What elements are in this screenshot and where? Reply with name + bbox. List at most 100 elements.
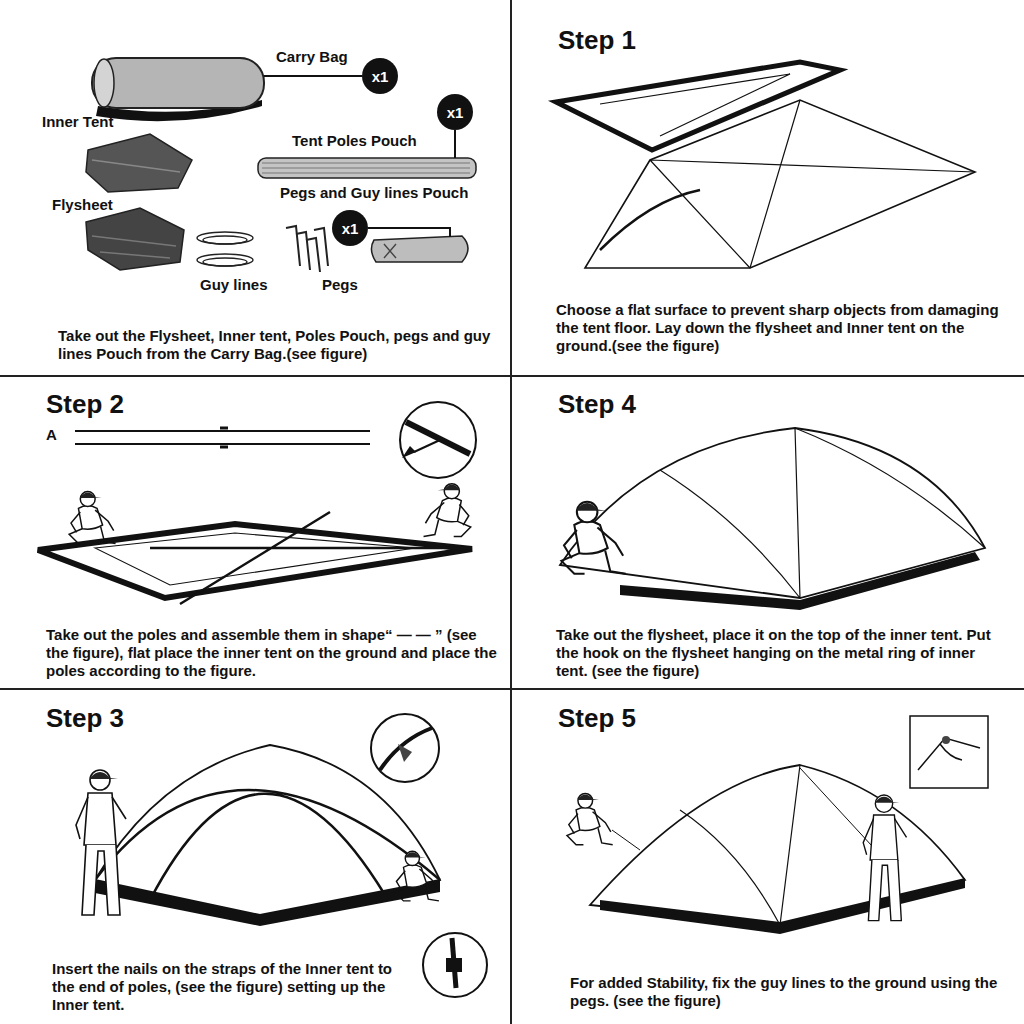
guy-lines [203,258,247,266]
pitched-tent [942,736,950,744]
inner-tent-pack [86,134,192,192]
quantity-text: x1 [372,68,389,85]
pegs-pouch [384,244,396,258]
quantity-badge: x1 [362,58,398,94]
pitched-tent [600,878,965,934]
inner-tent-pack [86,134,192,192]
pitched-tent [910,716,988,788]
inner-tent-pitched [380,728,432,770]
step-panel: Step 5 For added Stability, fix the guy l… [512,690,1024,1024]
person [561,502,625,574]
inner-tent-pitched [95,714,487,997]
person [395,851,439,901]
pitched-tent [590,716,988,934]
pegs-pouch [371,236,468,262]
part-label: Pegs and Guy lines Pouch [280,184,468,202]
step-heading: Step 5 [558,704,636,733]
step-heading: Step 1 [558,26,636,55]
pole-assembly [75,402,476,478]
ground-sheet [150,512,470,604]
laid-out-sheets [650,100,975,268]
instruction-text: Take out the Flysheet, Inner tent, Poles… [58,327,498,363]
pole-assembly [406,422,470,454]
instruction-text: Take out the flysheet, place it on the t… [556,626,1001,680]
pegs [286,226,300,266]
guy-lines [197,232,253,244]
poles-pouch [258,130,476,178]
pegs [314,228,328,266]
pitched-tent [918,738,980,770]
pole-assembly [414,440,440,452]
pole-assembly [402,446,416,458]
guy-lines [197,232,253,266]
pegs [296,232,310,270]
inner-tent-pitched [95,880,440,926]
step-heading: Step 4 [558,390,636,419]
laid-out-sheets [600,190,700,250]
tent-with-flysheet [660,428,985,598]
part-label: Tent Poles Pouch [292,132,417,150]
pole-assembly [75,431,370,444]
guy-lines [197,254,253,266]
guy-lines [203,236,247,244]
inner-tent-pack [92,160,180,172]
step-heading: Step 2 [46,390,124,419]
laid-out-sheets [556,62,975,268]
quantity-text: x1 [342,220,359,237]
pole-letter: A [46,426,57,444]
inner-tent-pitched [371,714,439,782]
carry-bag [94,59,114,107]
pitched-tent [612,768,872,850]
person [69,492,115,544]
part-label: Pegs [322,276,358,294]
laid-out-sheets [585,100,975,268]
quantity-text: x1 [447,104,464,121]
inner-tent-pitched [95,790,440,900]
part-label: Carry Bag [276,48,348,66]
poles-pouch [258,158,476,178]
tent-with-flysheet [560,428,985,610]
pegs-pouch [368,228,468,262]
quantity-badge: x1 [437,94,473,130]
carry-bag [92,58,362,121]
pitched-tent [680,765,800,925]
inner-tent-pitched [398,744,412,762]
step-panel: Step 4 Take out the flysheet, place it on… [512,377,1024,690]
step-panel: Step 1 Choose a flat surface to prevent s… [512,0,1024,377]
tent-with-flysheet [620,552,980,610]
pole-assembly [400,402,476,478]
inner-tent-pitched [423,933,487,997]
person [567,793,613,844]
part-label: Flysheet [52,196,113,214]
instruction-text: Insert the nails on the straps of the In… [52,960,412,1014]
pegs-pouch [368,228,450,237]
part-label: Guy lines [200,276,268,294]
flysheet-pack [92,236,176,258]
instruction-text: Choose a flat surface to prevent sharp o… [556,301,1001,355]
person [76,770,126,915]
flysheet-pack [86,208,184,270]
flysheet-pack [86,208,184,270]
pegs [306,238,320,272]
carry-bag [92,58,264,108]
pegs [286,226,328,272]
poles-pouch [262,163,470,173]
carry-bag [264,75,362,77]
ground-sheet [38,512,472,604]
step-panel: Step 3 Insert the nails on the straps of … [0,690,512,1024]
step-panel: Step 2 Take out the poles and assemble th… [0,377,512,690]
step-heading: Step 3 [46,704,124,733]
inner-tent-pitched [446,958,462,972]
person [424,484,471,537]
instruction-text: Take out the poles and assemble them in … [46,626,498,680]
part-label: Inner Tent [42,113,113,131]
pole-assembly [220,428,228,447]
person [863,795,906,921]
quantity-badge: x1 [332,210,368,246]
poles-pouch [454,130,456,158]
instruction-text: For added Stability, fix the guy lines t… [570,974,1000,1010]
